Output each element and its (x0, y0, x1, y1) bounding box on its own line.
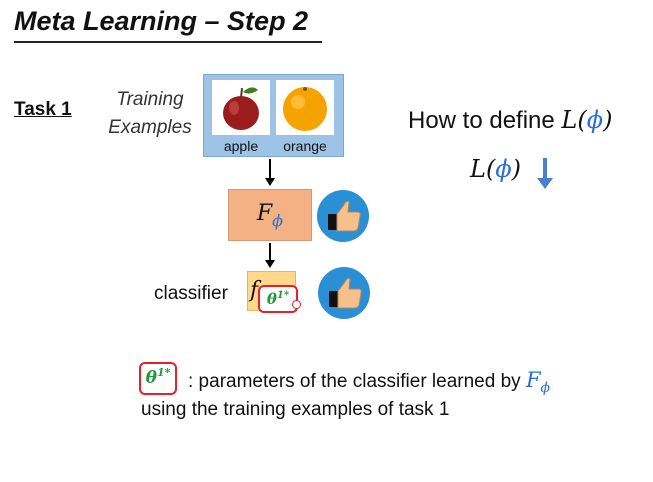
arrow-to-feature-line (269, 159, 271, 179)
theta-note-box: θ1* (139, 362, 177, 395)
feature-subscript: ϕ (272, 211, 283, 230)
task-label: Task 1 (14, 99, 72, 121)
theta-note-superscript: 1* (157, 366, 170, 379)
note-line1-text: : parameters of the classifier learned b… (188, 371, 526, 392)
classifier-label: classifier (154, 283, 228, 305)
arrow-to-classifier-head (265, 260, 275, 268)
feature-symbol: F (257, 201, 272, 226)
feature-module-box: Fϕ (228, 189, 312, 241)
note-symbol: F (526, 368, 541, 392)
apple-label: apple (212, 138, 270, 154)
cursor-dot-icon (292, 300, 301, 309)
apple-image (212, 80, 270, 135)
orange-label: orange (274, 138, 336, 154)
training-examples-panel: apple orange (203, 74, 344, 157)
thumbs-up-icon-2 (318, 267, 370, 319)
slide-title: Meta Learning – Step 2 (14, 6, 308, 37)
theta-highlight-box: θ1* (258, 285, 298, 313)
arrow-to-classifier-line (269, 243, 271, 261)
loss-symbol: L (561, 106, 577, 134)
down-arrow-icon (536, 158, 554, 195)
theta-superscript: 1* (277, 290, 289, 301)
title-underline (14, 41, 322, 43)
loss-arg: ϕ (587, 106, 603, 134)
theta-note-symbol: θ (146, 368, 157, 388)
howto-prefix: How to define (408, 107, 561, 134)
note-line-1: : parameters of the classifier learned b… (188, 368, 550, 396)
training-examples-label: Training Examples (100, 86, 200, 142)
arrow-to-feature-head (265, 178, 275, 186)
classifier-symbol: f (250, 278, 258, 303)
orange-image (276, 80, 334, 135)
training-label-line1: Training (100, 86, 200, 114)
thumbs-up-icon (317, 190, 369, 242)
note-subscript: ϕ (541, 380, 551, 396)
loss-symbol-2: L (470, 155, 486, 183)
training-label-line2: Examples (100, 114, 200, 142)
note-line-2: using the training examples of task 1 (141, 399, 449, 421)
loss-decrease-text: L(ϕ) (470, 155, 521, 184)
theta-symbol: θ (267, 290, 277, 308)
loss-arg-2: ϕ (495, 155, 511, 183)
how-to-define-text: How to define L(ϕ) (408, 106, 612, 135)
